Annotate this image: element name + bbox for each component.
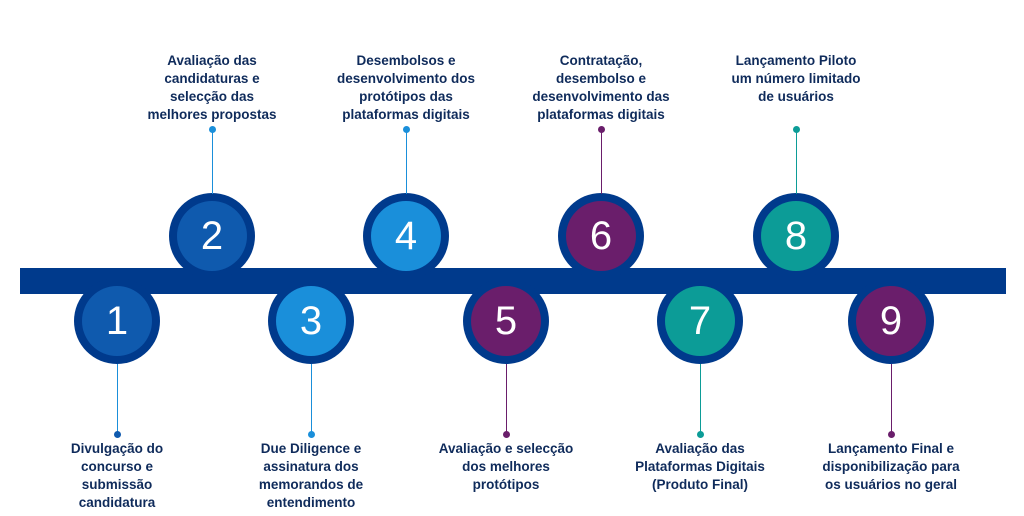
step-3-label-line: Due Diligence e [260, 441, 362, 456]
step-7-dot [696, 431, 704, 438]
step-6-label: Contratação, desembolso e desenvolviment… [516, 52, 686, 124]
step-8-label: Lançamento Piloto um número limitado de … [711, 52, 881, 106]
step-1-circle: 1 [74, 278, 160, 364]
step-1-number: 1 [82, 286, 152, 356]
step-7-label-line: (Produto Final) [652, 477, 748, 492]
step-2-label-line: selecção das [169, 89, 255, 104]
step-3-label-line: memorandos de [258, 477, 364, 492]
step-2-label-line: candidaturas e [164, 71, 260, 86]
step-4-number: 4 [371, 201, 441, 271]
step-7-connector [700, 364, 701, 434]
step-5-label-line: Avaliação e selecção [438, 441, 574, 456]
step-9-label-line: Lançamento Final e [827, 441, 955, 456]
step-3-circle: 3 [268, 278, 354, 364]
step-8-label-line: de usuários [758, 89, 834, 104]
step-2-label-line: melhores propostas [147, 107, 277, 122]
step-1-connector [117, 364, 118, 434]
step-6-circle: 6 [558, 193, 644, 279]
step-8-dot [792, 126, 800, 133]
step-9-circle: 9 [848, 278, 934, 364]
step-2-label-line: Avaliação das [167, 53, 257, 68]
step-5-label: Avaliação e selecção dos melhores protót… [421, 440, 591, 494]
step-8-label-line: Lançamento Piloto [735, 53, 857, 68]
step-4-label-line: Desembolsos e [356, 53, 456, 68]
step-6-label-line: Contratação, [559, 53, 643, 68]
step-6-dot [597, 126, 605, 133]
step-5-circle: 5 [463, 278, 549, 364]
step-8-circle: 8 [753, 193, 839, 279]
step-8-connector [796, 132, 797, 194]
step-4-dot [402, 126, 410, 133]
step-2-label: Avaliação das candidaturas e selecção da… [127, 52, 297, 124]
step-8-number: 8 [761, 201, 831, 271]
step-4-label-line: plataformas digitais [342, 107, 470, 122]
step-4-label-line: protótipos das [359, 89, 453, 104]
step-7-circle: 7 [657, 278, 743, 364]
step-4-connector [406, 132, 407, 194]
step-7-label-line: Avaliação das [655, 441, 745, 456]
step-1-label-line: concurso e [80, 459, 154, 474]
step-2-circle: 2 [169, 193, 255, 279]
step-3-connector [311, 364, 312, 434]
step-3-number: 3 [276, 286, 346, 356]
step-4-label-line: desenvolvimento dos [336, 71, 476, 86]
step-7-number: 7 [665, 286, 735, 356]
step-9-connector [891, 364, 892, 434]
step-1-label-line: Divulgação do [70, 441, 164, 456]
step-9-label-line: disponibilização para [822, 459, 960, 474]
step-6-label-line: plataformas digitais [537, 107, 665, 122]
step-4-label: Desembolsos e desenvolvimento dos protót… [321, 52, 491, 124]
step-9-label: Lançamento Final e disponibilização para… [806, 440, 976, 494]
step-2-number: 2 [177, 201, 247, 271]
step-3-label-line: assinatura dos [263, 459, 359, 474]
step-1-label: Divulgação do concurso e submissão candi… [32, 440, 202, 512]
step-5-number: 5 [471, 286, 541, 356]
step-3-dot [307, 431, 315, 438]
step-7-label-line: Plataformas Digitais [635, 459, 765, 474]
step-9-number: 9 [856, 286, 926, 356]
step-5-label-line: protótipos [472, 477, 540, 492]
step-8-label-line: um número limitado [731, 71, 861, 86]
step-6-label-line: desenvolvimento das [532, 89, 670, 104]
step-6-label-line: desembolso e [555, 71, 647, 86]
step-4-circle: 4 [363, 193, 449, 279]
step-3-label-line: entendimento [266, 495, 356, 510]
step-9-label-line: os usuários no geral [824, 477, 958, 492]
step-6-number: 6 [566, 201, 636, 271]
step-2-connector [212, 132, 213, 194]
step-7-label: Avaliação das Plataformas Digitais (Prod… [615, 440, 785, 494]
step-3-label: Due Diligence e assinatura dos memorando… [226, 440, 396, 512]
step-9-dot [887, 431, 895, 438]
step-1-label-line: submissão [81, 477, 153, 492]
step-5-dot [502, 431, 510, 438]
step-5-label-line: dos melhores [462, 459, 550, 474]
step-1-dot [113, 431, 121, 438]
step-1-label-line: candidatura [78, 495, 156, 510]
step-5-connector [506, 364, 507, 434]
step-6-connector [601, 132, 602, 194]
step-2-dot [208, 126, 216, 133]
